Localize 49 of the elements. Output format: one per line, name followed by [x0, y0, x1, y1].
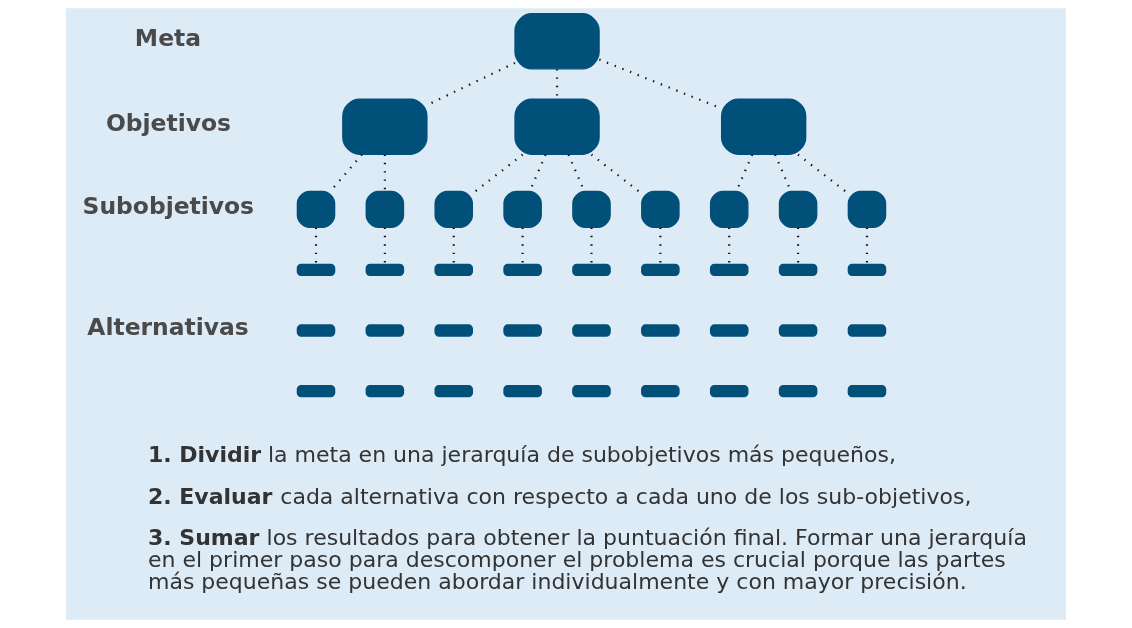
node-bar [365, 384, 405, 398]
node-bar [572, 263, 611, 277]
node-bar [434, 384, 474, 398]
label: 2. Evaluar cada alternativa con respecto a cada uno de los sub-objetivos, [147, 483, 972, 509]
connector [383, 154, 386, 191]
label: Meta [134, 23, 202, 52]
node-bar [847, 324, 887, 337]
label: Alternativas [87, 312, 249, 341]
node-bar [641, 384, 680, 398]
node-box [514, 98, 600, 155]
label: Subobjetivos [82, 191, 255, 220]
node-bar [709, 324, 749, 337]
node-bar [296, 324, 336, 337]
node-bar [778, 263, 818, 277]
label: 1. Dividir la meta en una jerarquía de subobjetivos más pequeños, [147, 442, 896, 468]
node-box [709, 190, 749, 228]
node-box [296, 190, 336, 228]
node-bar [709, 263, 749, 277]
node-bar [847, 263, 887, 277]
node-bar [572, 324, 611, 337]
node-box [778, 190, 818, 228]
node-bar [641, 324, 680, 337]
node-box [434, 190, 474, 228]
node-bar [778, 324, 818, 337]
node-bar [296, 384, 336, 398]
node-bar [572, 384, 611, 398]
node-bar [709, 384, 749, 398]
node-box [572, 190, 611, 228]
node-bar [778, 384, 818, 398]
node-box [365, 190, 405, 228]
node-box [641, 190, 680, 228]
node-bar [641, 263, 680, 277]
node-box [503, 190, 542, 228]
node-bar [296, 263, 336, 277]
node-bar [434, 263, 474, 277]
node-box [514, 13, 600, 70]
node-bar [365, 324, 405, 337]
label: Objetivos [105, 108, 231, 137]
node-bar [503, 384, 542, 398]
node-bar [434, 324, 474, 337]
node-box [342, 98, 428, 155]
connector [555, 69, 559, 99]
node-bar [847, 384, 887, 398]
node-bar [503, 324, 542, 337]
node-box [720, 98, 807, 155]
node-box [847, 190, 887, 228]
label: 3. Sumar los resultados para obtener la puntuación final. Formar una jerarquía en el primer paso para descomponer el problema es crucial porque las partes más pequeñas se pueden abordar individualmente y con mayor precisión. [147, 525, 1027, 595]
node-bar [365, 263, 405, 277]
node-bar [503, 263, 542, 277]
